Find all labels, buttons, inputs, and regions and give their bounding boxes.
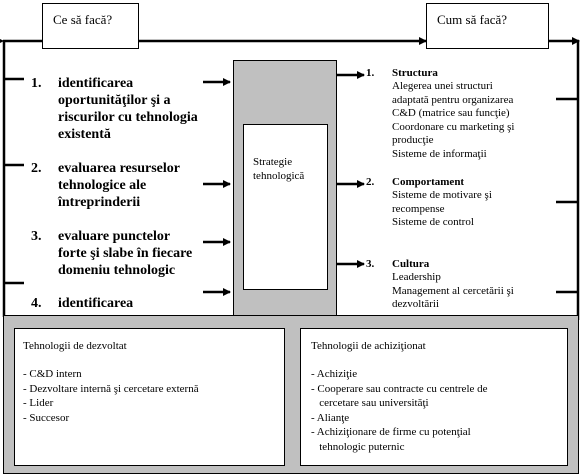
left-item-2-line-3: întreprinderii xyxy=(58,195,141,210)
acquire-technologies-box: Tehnologii de achiziţionat - Achiziţie -… xyxy=(300,328,568,466)
acquire-technologies-item-3: - Alianţe xyxy=(311,411,350,424)
acquire-technologies-title: Tehnologii de achiziţionat xyxy=(311,340,426,352)
develop-technologies-item-1: - C&D intern xyxy=(23,368,82,380)
left-item-4-number: 4. xyxy=(31,296,42,311)
right-item-3-line-1: Leadership xyxy=(392,271,441,283)
right-item-1-line-4: Coordonare cu marketing şi xyxy=(392,120,515,133)
left-item-4-line-1: identificarea xyxy=(58,296,134,311)
left-item-1-line-1: identificarea xyxy=(58,76,134,91)
right-item-1-line-1: Alegerea unei structuri xyxy=(392,80,493,92)
left-item-2-number: 2. xyxy=(31,161,42,176)
left-item-1-number: 1. xyxy=(31,76,42,91)
right-item-3-number: 3. xyxy=(366,258,375,270)
left-item-3-line-3: domeniu tehnologic xyxy=(58,263,176,278)
develop-technologies-item-2: - Dezvoltare internă şi cercetare extern… xyxy=(23,382,199,395)
right-item-1-line-5: producţie xyxy=(392,134,434,147)
right-item-1-line-3: C&D (matrice sau funcţie) xyxy=(392,107,510,120)
right-item-2-number: 2. xyxy=(366,176,375,188)
acquire-technologies-item-2: - Cooperare sau contracte cu centrele de xyxy=(311,382,488,395)
acquire-technologies-item-4: - Achiziţionare de firme cu potenţial xyxy=(311,426,471,439)
right-item-2-title: Comportament xyxy=(392,176,465,188)
left-item-3-line-2: forte şi slabe în fiecare xyxy=(58,246,193,261)
right-item-1-line-6: Sisteme de informaţii xyxy=(392,148,487,160)
right-item-2-line-1: Sisteme de motivare şi xyxy=(392,189,492,201)
bottom-panel: Tehnologii de dezvoltat - C&D intern - D… xyxy=(3,315,579,474)
left-item-2-line-1: evaluarea resurselor xyxy=(58,161,180,176)
left-item-1-line-4: existentă xyxy=(58,127,111,142)
develop-technologies-box: Tehnologii de dezvoltat - C&D intern - D… xyxy=(14,328,285,466)
left-item-3-line-1: evaluare punctelor xyxy=(58,229,171,244)
strategy-box: Strategie tehnologică xyxy=(243,124,328,290)
acquire-technologies-item-1: - Achiziţie xyxy=(311,368,358,380)
what-to-do-box: Ce să facă? xyxy=(42,3,139,49)
what-to-do-label: Ce să facă? xyxy=(53,12,113,27)
right-item-3-title: Cultura xyxy=(392,258,430,270)
acquire-technologies-item-4-cont: tehnologic puternic xyxy=(311,441,405,453)
acquire-technologies-item-2-cont: cercetare sau universităţi xyxy=(311,397,429,410)
left-item-1-line-3: riscurilor cu tehnologia xyxy=(58,110,198,125)
left-item-1-line-2: oportunităţilor şi a xyxy=(58,93,171,108)
right-item-2-line-3: Sisteme de control xyxy=(392,216,474,229)
develop-technologies-title: Tehnologii de dezvoltat xyxy=(23,340,127,352)
right-item-1-number: 1. xyxy=(366,67,375,79)
left-item-3-number: 3. xyxy=(31,229,42,244)
right-item-3-line-2: Management al cercetării şi xyxy=(392,284,514,297)
right-item-2-line-2: recompense xyxy=(392,202,445,215)
strategy-label-line-1: Strategie xyxy=(253,156,293,168)
how-to-do-label: Cum să facă? xyxy=(437,12,508,27)
develop-technologies-item-3: - Lider xyxy=(23,397,54,410)
strategy-label-line-2: tehnologică xyxy=(253,170,305,182)
develop-technologies-item-4: - Succesor xyxy=(23,411,70,424)
right-item-1-line-2: adaptată pentru organizarea xyxy=(392,93,514,106)
left-item-2-line-2: tehnologice ale xyxy=(58,178,147,193)
right-item-3-line-3: dezvoltării xyxy=(392,298,440,311)
right-item-1-title: Structura xyxy=(392,67,438,79)
how-to-do-box: Cum să facă? xyxy=(426,3,549,49)
